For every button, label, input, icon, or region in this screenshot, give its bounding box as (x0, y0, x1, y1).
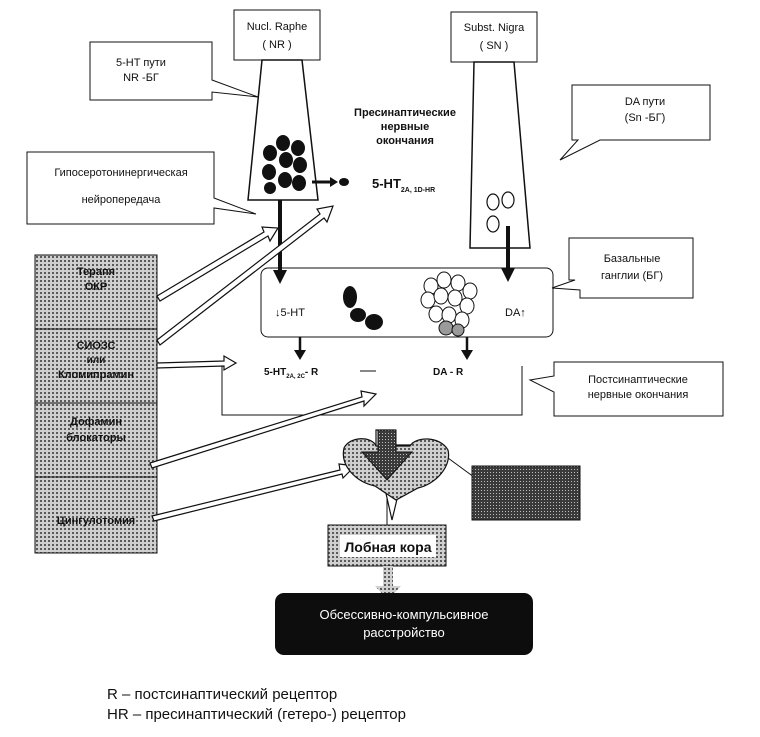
receptor-5ht-label: 5-HT2A, 1D-HR (372, 176, 435, 194)
callout-5ht-line2: NR -БГ (123, 72, 159, 84)
arrow-bg-5ht-head (294, 350, 306, 360)
postsynaptic-box (221, 366, 523, 416)
bg-label-left: ↓5-HT (275, 307, 305, 319)
treatment-box-da-blockers (34, 402, 158, 478)
arrow-raphe-head (273, 270, 287, 284)
arrow-nigra-head (501, 268, 515, 282)
postsyn-callout-line1: Постсинаптические (588, 374, 688, 386)
treatment-cing-line1: Цингулотомия (57, 515, 135, 527)
hypo-box (26, 151, 257, 225)
legend-postsynaptic: R – постсинаптический рецептор (107, 686, 338, 703)
receptor-5ht-main: 5-HT (372, 176, 401, 191)
raphe-box (233, 9, 321, 61)
hypo-line2: нейропередача (82, 194, 162, 206)
legend-presynaptic: HR – пресинаптический (гетеро-) рецептор (107, 706, 406, 723)
bg-label-right: DA↑ (505, 307, 526, 319)
dark-patterned-box (471, 465, 581, 521)
postsyn-callout-line2: нервные окончания (588, 389, 689, 401)
ocd-line2: расстройство (363, 625, 445, 640)
treatment-ssri-line2: или (87, 355, 106, 366)
callout-da-path (559, 84, 711, 161)
cortex-label: Лобная кора (344, 539, 431, 555)
treatment-therapy-line1: Терапя (77, 266, 115, 278)
presynaptic-line1: Пресинаптические (354, 107, 456, 119)
raphe-abbr: ( NR ) (262, 39, 291, 51)
postsynaptic-callout (528, 361, 724, 417)
receptor-dot (339, 178, 349, 186)
bg-serotonin-blobs (343, 286, 383, 330)
ocd-box (275, 593, 533, 655)
hypo-line1: Гипосеротонинергическая (54, 167, 187, 179)
callout-5ht-path (89, 41, 259, 101)
receptor-5ht-sub: 2A, 1D-HR (401, 187, 435, 194)
nigra-neuron-funnel (469, 61, 531, 249)
treatment-therapy-line2: ОКР (85, 281, 108, 293)
arrow-cing-to-cortex (151, 463, 357, 522)
dopamine-vesicles (486, 191, 515, 233)
postsyn-5ht-tail: - R (305, 367, 319, 378)
arrow-dab-to-postsyn (149, 390, 378, 469)
serotonin-vesicles (262, 135, 307, 194)
cortex-down-arrow (360, 429, 414, 481)
presynaptic-line2: нервные (381, 121, 429, 133)
treatment-dab-line1: Дофамин (70, 416, 122, 428)
treatment-arrows (149, 205, 378, 522)
arrow-ssri-to-postsyn (156, 354, 238, 372)
treatment-box-ssri (34, 328, 158, 404)
basal-callout-line1: Базальные (604, 253, 661, 265)
nigra-title: Subst. Nigra (464, 22, 525, 34)
nigra-box (450, 11, 538, 63)
presynaptic-line3: окончания (376, 135, 434, 147)
arrow-therapy-to-raphe (156, 226, 280, 302)
basal-ganglia-box (260, 267, 554, 338)
callout-5ht-line1: 5-HT пути (116, 57, 166, 69)
treatment-box-cingulotomy (34, 476, 158, 554)
postsyn-5ht-main: 5-HT (264, 367, 286, 378)
treatment-ssri-line1: СИОЗС (77, 340, 116, 352)
arrow-bg-da-head (461, 350, 473, 360)
postsyn-da-r: DA - R (433, 367, 464, 378)
basal-callout-line2: ганглии (БГ) (601, 270, 663, 282)
raphe-title: Nucl. Raphe (247, 21, 308, 33)
bg-dopamine-cluster (420, 271, 478, 337)
callout-da-line1: DA пути (625, 96, 665, 108)
treatment-column (34, 254, 158, 554)
postsyn-5ht-sub: 2A, 2C (286, 374, 305, 380)
ocd-line1: Обсессивно-компульсивное (320, 607, 489, 622)
treatment-ssri-line3: Кломипрамин (58, 369, 134, 381)
arrow-ssri-to-raphe (156, 205, 334, 346)
postsyn-5ht-r: 5-HT2A, 2C- R (264, 367, 319, 380)
cortex-label-bg (340, 535, 436, 557)
callout-da-line2: (Sn -БГ) (625, 112, 666, 124)
basal-ganglia-callout (551, 237, 694, 299)
release-arrow-head (330, 177, 338, 187)
treatment-dab-line2: блокаторы (66, 432, 126, 444)
nigra-abbr: ( SN ) (480, 40, 509, 52)
